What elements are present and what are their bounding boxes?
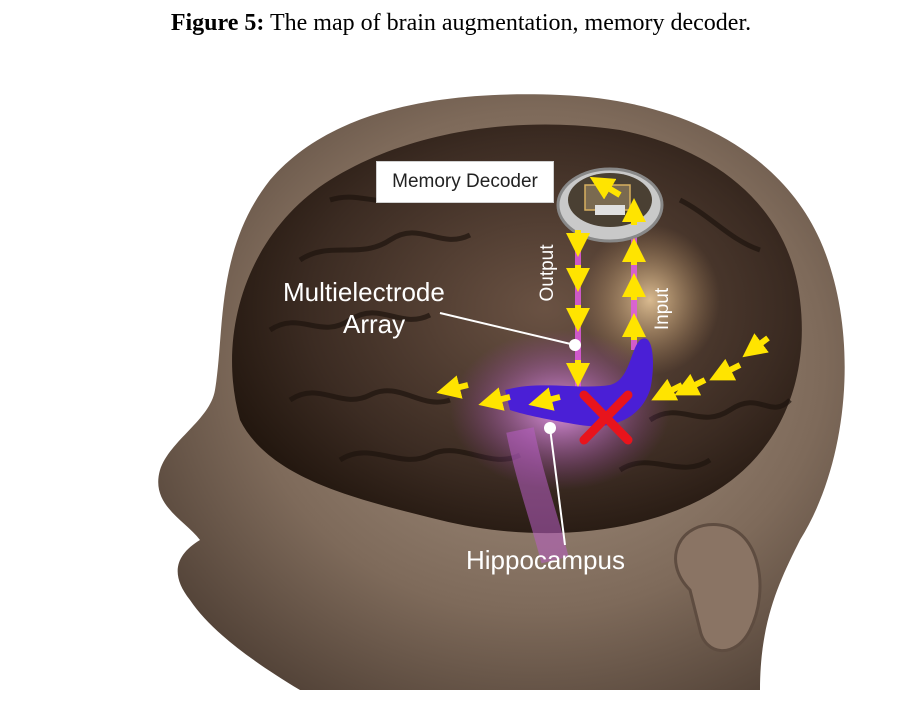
input-label: Input	[652, 287, 673, 331]
x-mark-icon	[579, 390, 633, 445]
hippocampus-dot	[544, 422, 556, 434]
caption-text: The map of brain augmentation, memory de…	[264, 10, 752, 36]
multielectrode-leader	[439, 312, 576, 346]
cortex-highlight	[580, 225, 720, 375]
ear	[674, 523, 762, 653]
caption-prefix: Figure 5:	[170, 10, 265, 36]
output-label: Output	[537, 244, 558, 302]
multielectrode-label-line2: Array	[343, 309, 406, 339]
multielectrode-dot	[569, 339, 581, 351]
hippocampus-leader	[549, 427, 566, 546]
figure-caption: Figure 5: The map of brain augmentation,…	[0, 10, 922, 37]
microchip-icon	[556, 167, 664, 243]
signal-arrows	[436, 176, 770, 411]
multielectrode-label-line1: Multielectrode	[283, 277, 445, 307]
hippocampus-label: Hippocampus	[466, 545, 625, 575]
brainstem	[506, 427, 569, 564]
memory-decoder-label: Memory Decoder	[376, 161, 554, 203]
